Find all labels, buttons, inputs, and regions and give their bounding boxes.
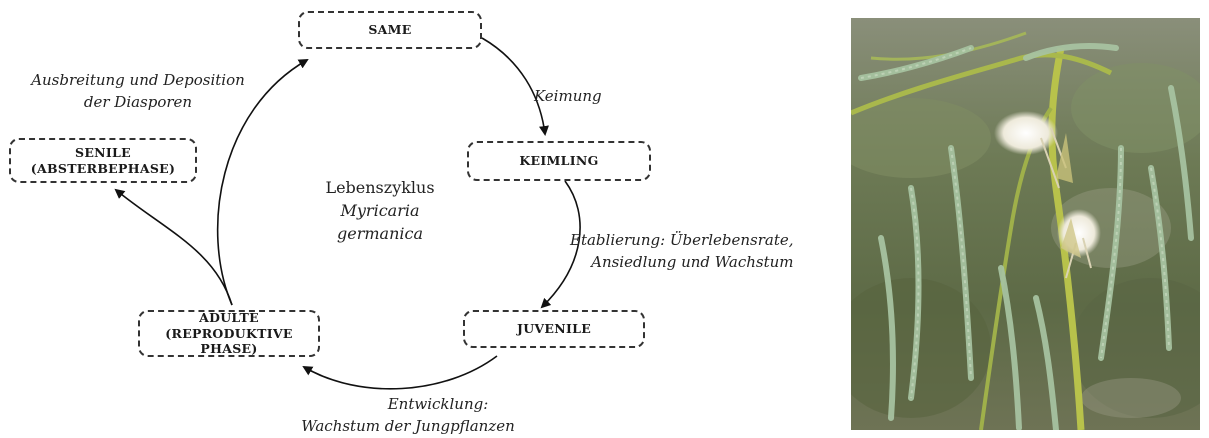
node-keimling-label: KEIMLING — [519, 153, 599, 169]
node-juvenile-label: JUVENILE — [516, 321, 592, 337]
arrow-same-keimling — [481, 37, 549, 136]
node-same-label: SAME — [368, 22, 412, 38]
label-etablierung-line1: Etablierung: Überlebensrate, — [570, 231, 794, 249]
label-etablierung: Etablierung: Überlebensrate, Ansiedlung … — [570, 230, 794, 274]
node-adulte-line1: ADULTE — [199, 310, 259, 326]
plant-photo — [851, 18, 1200, 430]
node-senile-line2: (ABSTERBEPHASE) — [30, 160, 176, 176]
arrow-juvenile-adulte — [302, 355, 498, 390]
arrow-adulte-same — [216, 59, 309, 306]
arrow-adulte-senile — [114, 188, 233, 306]
node-adulte: ADULTE (REPRODUKTIVE PHASE) — [138, 310, 320, 357]
arrow-keimling-juvenile — [540, 180, 581, 309]
center-title: Lebenszyklus Myricaria germanica — [300, 176, 460, 246]
node-keimling: KEIMLING — [467, 141, 651, 181]
lifecycle-arrows — [114, 37, 581, 390]
label-keimung: Keimung — [534, 86, 602, 108]
plant-photo-drawing — [851, 18, 1200, 430]
node-adulte-line2: (REPRODUKTIVE PHASE) — [165, 325, 293, 357]
label-ausbreitung-line1: Ausbreitung und Deposition — [31, 71, 245, 89]
center-title-line1: Lebenszyklus — [325, 178, 435, 197]
label-entwicklung-line2: Wachstum der Jungpflanzen — [301, 416, 515, 435]
node-senile-line1: SENILE — [75, 144, 131, 160]
label-ausbreitung: Ausbreitung und Deposition der Diasporen — [28, 70, 248, 114]
node-juvenile: JUVENILE — [463, 310, 645, 348]
label-keimung-text: Keimung — [534, 87, 602, 105]
label-ausbreitung-line2: der Diasporen — [83, 92, 193, 111]
label-entwicklung-line1: Entwicklung: — [387, 395, 489, 413]
center-title-line2: Myricaria — [340, 201, 420, 221]
node-senile: SENILE (ABSTERBEPHASE) — [9, 138, 197, 183]
label-etablierung-line2: Ansiedlung und Wachstum — [591, 252, 794, 271]
node-same: SAME — [298, 11, 482, 49]
center-title-line3: germanica — [337, 224, 423, 244]
label-entwicklung: Entwicklung: Wachstum der Jungpflanzen — [268, 394, 548, 438]
